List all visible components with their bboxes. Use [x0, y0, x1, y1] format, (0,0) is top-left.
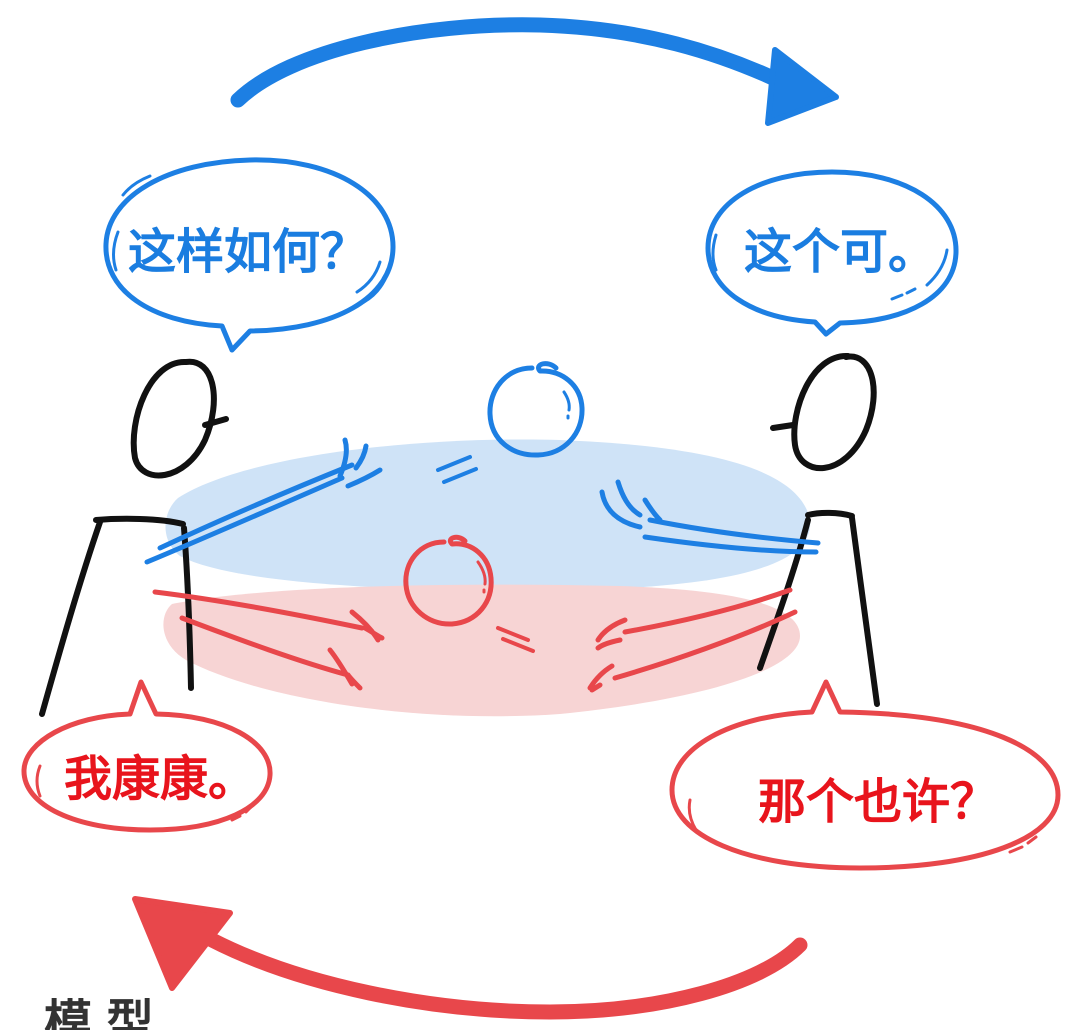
body-right [849, 515, 880, 707]
blue-ball [487, 361, 585, 458]
body-left [757, 517, 811, 671]
red-arrow-head [132, 896, 233, 991]
bubble-outline [21, 679, 273, 833]
stick-figure-left [39, 358, 229, 717]
shoulders [805, 509, 855, 519]
face-line [770, 422, 796, 431]
left-blue-arm [144, 462, 355, 565]
caption-text: 模型 [44, 998, 169, 1030]
red-exchange [152, 534, 798, 693]
left-red-hand [327, 609, 385, 691]
right-red-hand [587, 617, 628, 693]
right-blue-hand [599, 479, 663, 530]
red-motion-lines [496, 626, 535, 653]
stick-figure-right [757, 352, 880, 707]
blue-ball-highlight [562, 390, 571, 420]
bubble-text-bottom-right: 那个也许？ [758, 774, 998, 830]
blue-arrow [230, 17, 839, 126]
bubble-outline [669, 679, 1061, 871]
left-red-arm [152, 589, 365, 678]
bubble-accent [711, 233, 949, 301]
bubble-accent [687, 798, 1038, 854]
face-line [202, 416, 229, 428]
speech-bubble-top-left: 这样如何？ [103, 157, 396, 353]
speech-bubble-bottom-right: 那个也许？ [669, 679, 1061, 871]
head [130, 358, 217, 479]
speech-bubble-bottom-left: 我康康。 [21, 679, 273, 833]
shoulders [93, 515, 186, 527]
bubble-text-top-right: 这个可。 [744, 224, 936, 280]
right-blue-arm [642, 517, 821, 555]
speech-bubble-top-right: 这个可。 [705, 169, 959, 337]
blue-motion-lines [436, 455, 478, 484]
bubble-text-bottom-left: 我康康。 [64, 751, 256, 807]
blue-arrow-head [765, 47, 839, 126]
red-ball [403, 534, 494, 627]
blue-exchange [144, 361, 821, 565]
right-red-arm [612, 587, 798, 681]
bubble-outline [103, 157, 396, 353]
bubble-outline [705, 169, 959, 337]
red-ball-highlight [476, 560, 487, 594]
bubble-text-top-left: 这样如何？ [128, 224, 368, 280]
red-arrow [132, 896, 808, 1020]
left-blue-hand [337, 437, 383, 489]
red-arrow-shaft [204, 932, 808, 1020]
head [791, 352, 877, 471]
bubble-accent [112, 174, 390, 304]
body-left [39, 519, 103, 717]
bubble-accent [35, 764, 254, 822]
blue-arrow-shaft [230, 17, 798, 108]
